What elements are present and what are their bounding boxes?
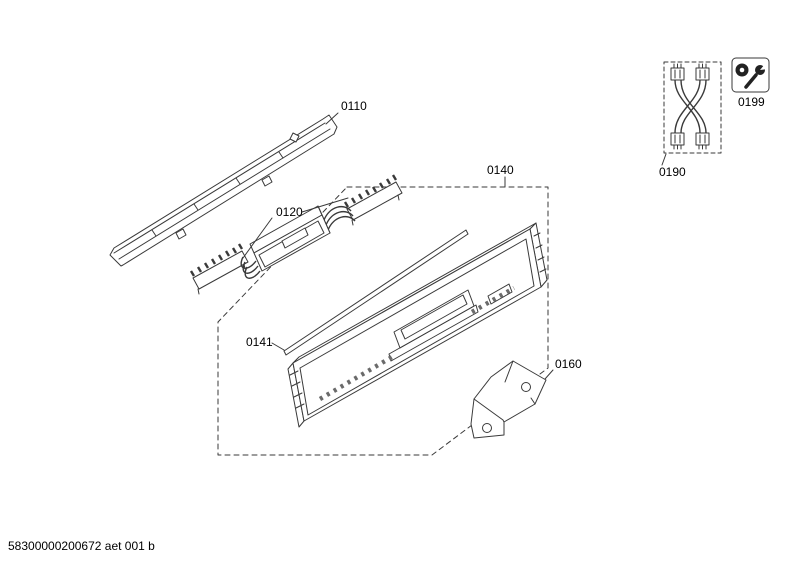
callout-line-0160 bbox=[544, 369, 554, 380]
harness-connector bbox=[670, 63, 710, 150]
callout-line-0190 bbox=[661, 153, 667, 166]
callout-label-0110: 0110 bbox=[341, 99, 367, 113]
special-tool-box bbox=[731, 57, 770, 93]
panel-printed-button-row bbox=[318, 286, 516, 401]
callout-0140: 0140 bbox=[487, 163, 514, 188]
callout-0160: 0160 bbox=[544, 357, 582, 380]
panel-power-button bbox=[487, 283, 513, 305]
bracket-part bbox=[470, 360, 547, 439]
callout-label-0120: 0120 bbox=[276, 205, 303, 219]
callout-label-0160: 0160 bbox=[555, 357, 582, 371]
callout-label-0190: 0190 bbox=[659, 165, 686, 179]
right-connector-strip bbox=[343, 174, 403, 226]
callout-0110: 0110 bbox=[325, 99, 367, 125]
cable-harness-part bbox=[663, 61, 722, 154]
callout-line-0141 bbox=[271, 342, 285, 351]
callout-0120: 0120 bbox=[242, 197, 349, 259]
fascia-panel-part bbox=[287, 222, 548, 428]
callout-line-0120 bbox=[242, 197, 349, 259]
module-ribbon-wires bbox=[240, 205, 356, 279]
callout-0199: 0199 bbox=[738, 95, 765, 109]
rail-part bbox=[109, 114, 338, 267]
footer-document-code: 58300000200672 aet 001 b bbox=[8, 539, 155, 553]
callout-0141: 0141 bbox=[246, 335, 285, 351]
module-body bbox=[249, 205, 331, 272]
callout-label-0140: 0140 bbox=[487, 163, 514, 177]
harness-wires bbox=[674, 79, 707, 134]
callout-label-0141: 0141 bbox=[246, 335, 273, 349]
fascia-panel-group-box bbox=[217, 186, 549, 456]
left-connector-strip bbox=[189, 243, 249, 295]
callout-line-0110 bbox=[325, 112, 339, 125]
wrench-icon bbox=[735, 63, 768, 89]
callout-0190: 0190 bbox=[659, 153, 686, 179]
trim-strip-part bbox=[283, 229, 469, 356]
callout-label-0199: 0199 bbox=[738, 95, 765, 109]
control-module-part bbox=[189, 174, 403, 295]
